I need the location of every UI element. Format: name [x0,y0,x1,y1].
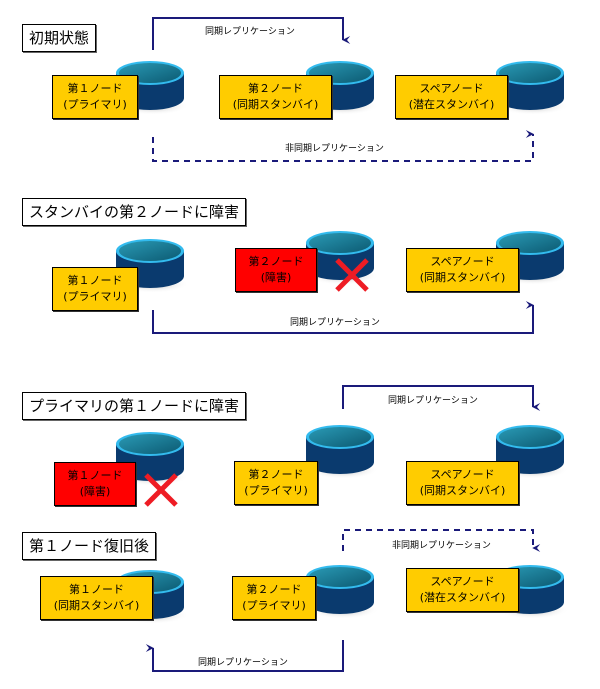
node-name: スペアノード [430,255,495,268]
node-name: 第２ノード [248,468,304,481]
disk-icon [303,422,379,480]
node-role: (同期スタンバイ) [53,599,140,612]
s3-node2-label: 第２ノード (プライマリ) [234,461,318,505]
scenario-4-title: 第１ノード復旧後 [22,532,157,560]
node-role: (同期スタンバイ) [419,271,506,284]
s3-sync-label: 同期レプリケーション [388,396,478,406]
s4-node1-label: 第１ノード (同期スタンバイ) [40,576,153,620]
node-name: スペアノード [430,468,495,481]
node-name: スペアノード [430,575,495,588]
s2-node1-label: 第１ノード (プライマリ) [52,267,138,311]
node-role: (プライマリ) [244,484,308,497]
s4-spare-label: スペアノード (潜在スタンバイ) [406,568,519,612]
node-name: 第１ノード [69,583,124,596]
node-role: (同期スタンバイ) [232,98,319,111]
node-name: 第１ノード [67,274,123,287]
node-role: (潜在スタンバイ) [408,98,495,111]
node-role: (プライマリ) [63,98,127,111]
s3-node1-label: 第１ノード (障害) [54,462,136,506]
s1-sync-label: 同期レプリケーション [205,27,295,37]
node-role: (潜在スタンバイ) [419,591,506,604]
node-role: (同期スタンバイ) [419,484,506,497]
disk-icon [493,58,569,116]
node-name: 第１ノード [67,469,123,482]
s2-spare-label: スペアノード (同期スタンバイ) [406,248,519,292]
node-role: (プライマリ) [63,290,127,303]
disk-icon [303,562,379,620]
node-name: スペアノード [419,82,484,95]
node-name: 第２ノード [248,82,303,95]
s4-async-label: 非同期レプリケーション [392,541,491,551]
scenario-1-title: 初期状態 [22,24,97,52]
s1-async-label: 非同期レプリケーション [285,144,384,154]
node-role: (障害) [79,485,111,498]
failure-x-icon [335,258,369,292]
s1-node1-label: 第１ノード (プライマリ) [52,75,138,119]
s2-node2-label: 第２ノード (障害) [235,248,317,292]
s2-sync-label: 同期レプリケーション [290,318,380,328]
node-name: 第２ノード [248,255,304,268]
node-name: 第２ノード [246,583,302,596]
s3-spare-label: スペアノード (同期スタンバイ) [406,461,519,505]
failure-x-icon [144,473,178,507]
node-name: 第１ノード [67,82,123,95]
node-role: (障害) [260,271,292,284]
scenario-2-title: スタンバイの第２ノードに障害 [22,198,247,226]
scenario-3-title: プライマリの第１ノードに障害 [22,392,247,420]
s4-node2-label: 第２ノード (プライマリ) [232,576,316,620]
s1-node2-label: 第２ノード (同期スタンバイ) [219,75,332,119]
s1-spare-label: スペアノード (潜在スタンバイ) [395,75,508,119]
node-role: (プライマリ) [242,599,306,612]
s4-sync-label: 同期レプリケーション [198,658,288,668]
